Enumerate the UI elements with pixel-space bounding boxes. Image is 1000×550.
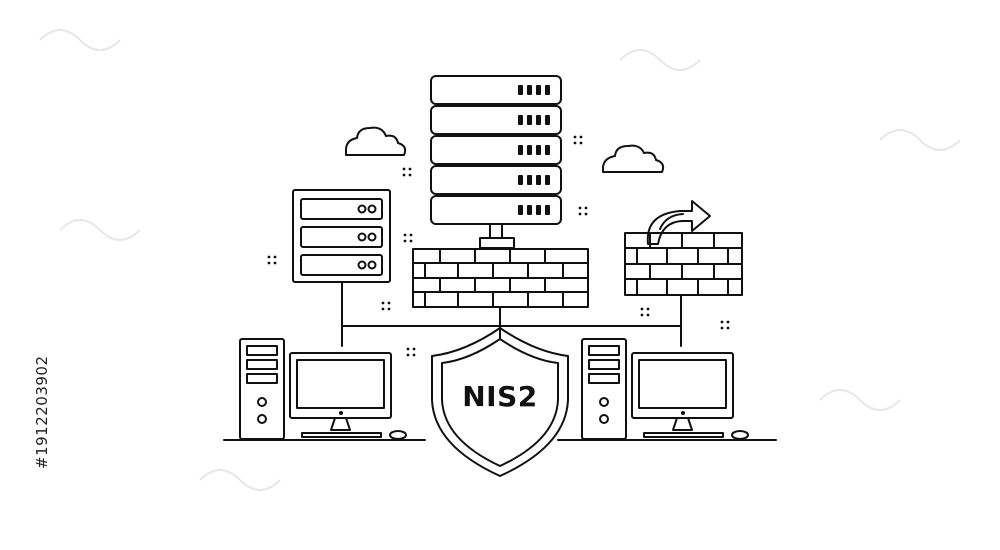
- decorative-dot: [409, 239, 413, 243]
- firewall-icon: [624, 232, 743, 296]
- decorative-dot: [579, 141, 583, 145]
- decorative-dot: [387, 301, 391, 305]
- shield-label: NIS2: [462, 380, 538, 413]
- server-rack-icon: [292, 189, 391, 283]
- server-led: [527, 145, 532, 155]
- desktop-computer-icon: [223, 338, 426, 441]
- decorative-dot: [409, 233, 413, 237]
- server-rack-icon: [430, 75, 562, 249]
- decorative-dots: [267, 135, 730, 357]
- decorative-dot: [578, 206, 582, 210]
- cloud-icon: [602, 144, 665, 173]
- decorative-dot: [578, 212, 582, 216]
- decorative-dot: [646, 307, 650, 311]
- decorative-dot: [640, 307, 644, 311]
- decorative-dot: [726, 320, 730, 324]
- decorative-dot: [403, 239, 407, 243]
- decorative-dot: [573, 141, 577, 145]
- watermark: [39, 29, 961, 491]
- network-connection-lines: [341, 281, 682, 347]
- server-led: [545, 115, 550, 125]
- cloud-icon: [345, 126, 407, 156]
- server-led: [527, 115, 532, 125]
- server-led: [527, 175, 532, 185]
- server-led: [518, 85, 523, 95]
- decorative-dot: [408, 173, 412, 177]
- server-led: [545, 145, 550, 155]
- decorative-dot: [720, 326, 724, 330]
- server-led: [518, 205, 523, 215]
- server-led: [536, 85, 541, 95]
- decorative-dot: [381, 307, 385, 311]
- export-arrow-icon: [646, 200, 711, 245]
- server-led: [518, 145, 523, 155]
- decorative-dot: [412, 353, 416, 357]
- desktop-computer-icon: [557, 338, 777, 441]
- server-led: [536, 115, 541, 125]
- server-led: [545, 175, 550, 185]
- decorative-dot: [267, 261, 271, 265]
- firewall-icon: [412, 248, 589, 308]
- decorative-dot: [267, 255, 271, 259]
- decorative-dot: [584, 206, 588, 210]
- decorative-dot: [402, 173, 406, 177]
- decorative-dot: [584, 212, 588, 216]
- decorative-dot: [387, 307, 391, 311]
- server-led: [545, 85, 550, 95]
- decorative-dot: [646, 313, 650, 317]
- decorative-dot: [573, 135, 577, 139]
- decorative-dot: [273, 255, 277, 259]
- server-led: [527, 205, 532, 215]
- decorative-dot: [412, 347, 416, 351]
- decorative-dot: [720, 320, 724, 324]
- decorative-dot: [726, 326, 730, 330]
- decorative-dot: [406, 347, 410, 351]
- server-led: [536, 145, 541, 155]
- decorative-dot: [640, 313, 644, 317]
- stock-id-label: #1912203902: [33, 355, 51, 469]
- server-led: [518, 175, 523, 185]
- decorative-dot: [408, 167, 412, 171]
- server-led: [536, 205, 541, 215]
- decorative-dot: [579, 135, 583, 139]
- decorative-dot: [403, 233, 407, 237]
- server-led: [527, 85, 532, 95]
- decorative-dot: [381, 301, 385, 305]
- decorative-dot: [273, 261, 277, 265]
- decorative-dot: [402, 167, 406, 171]
- server-led: [518, 115, 523, 125]
- shield-icon: [431, 327, 569, 477]
- server-led: [545, 205, 550, 215]
- server-led: [536, 175, 541, 185]
- decorative-dot: [406, 353, 410, 357]
